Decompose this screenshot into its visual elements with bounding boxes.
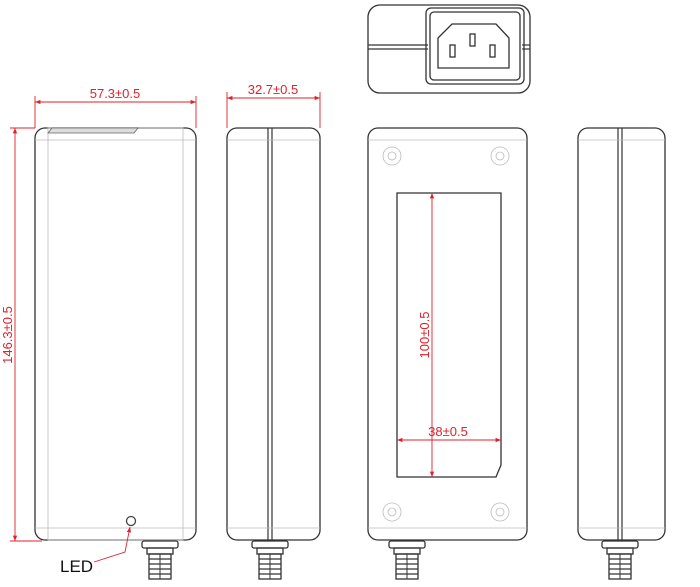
thickness-dimension: 32.7±0.5 bbox=[226, 82, 321, 128]
label-width-dimension: 38±0.5 bbox=[397, 424, 501, 443]
width-label: 57.3±0.5 bbox=[90, 86, 141, 101]
side-view-right bbox=[577, 127, 666, 580]
bottom-view bbox=[367, 127, 528, 580]
strain-relief bbox=[141, 540, 179, 580]
length-label: 146.3±0.5 bbox=[0, 306, 15, 364]
led-label: LED bbox=[60, 557, 93, 576]
label-length-label: 100±0.5 bbox=[417, 312, 432, 359]
led-callout: LED bbox=[60, 526, 132, 576]
rubber-feet bbox=[382, 146, 510, 522]
label-area bbox=[396, 192, 502, 478]
width-dimension: 57.3±0.5 bbox=[34, 86, 197, 128]
label-length-dimension: 100±0.5 bbox=[417, 193, 435, 477]
label-width-label: 38±0.5 bbox=[428, 424, 468, 439]
iec-socket bbox=[437, 23, 510, 69]
strain-relief bbox=[388, 540, 426, 580]
led-indicator bbox=[125, 515, 137, 527]
length-dimension: 146.3±0.5 bbox=[0, 127, 42, 542]
strain-relief bbox=[601, 540, 639, 580]
side-view-left bbox=[226, 127, 321, 580]
strain-relief bbox=[251, 540, 289, 580]
front-view bbox=[34, 127, 197, 580]
top-view-ac-inlet bbox=[367, 4, 531, 94]
thickness-label: 32.7±0.5 bbox=[248, 82, 299, 97]
